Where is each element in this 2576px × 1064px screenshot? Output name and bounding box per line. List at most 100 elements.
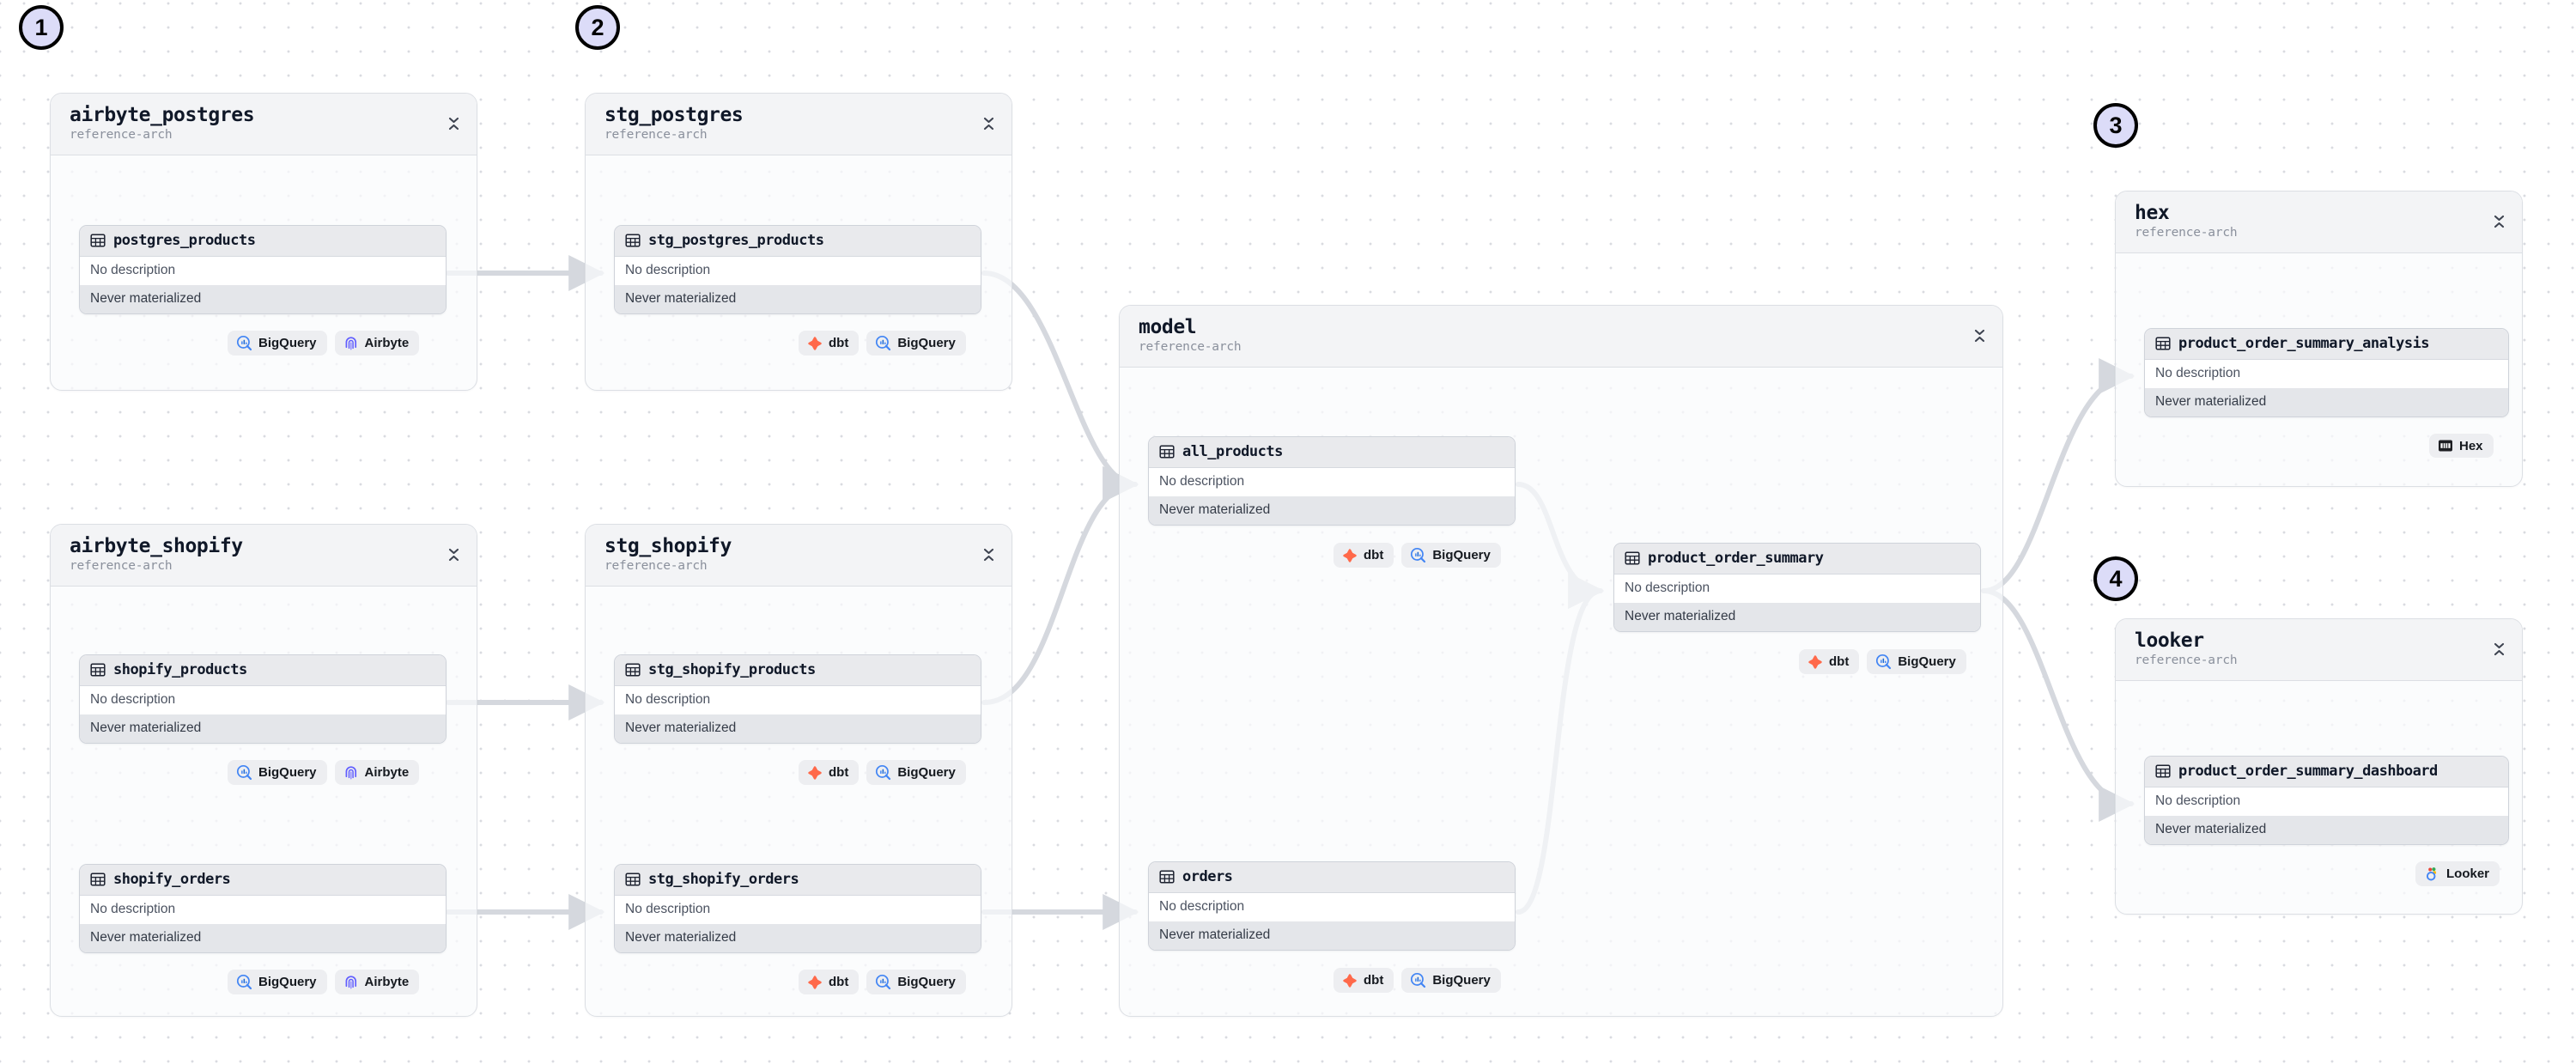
group-subtitle: reference-arch xyxy=(70,128,173,143)
step-marker-1: 1 xyxy=(19,5,64,50)
integration-badge-label: dbt xyxy=(829,336,849,350)
integration-badges: dbt BigQuery xyxy=(1334,968,1501,993)
integration-badge-hex[interactable]: Hex xyxy=(2429,434,2494,458)
asset-description: No description xyxy=(2145,360,2508,388)
integration-badges: Looker xyxy=(2415,861,2500,886)
asset-materialization-status: Never materialized xyxy=(1149,921,1515,950)
table-grid-icon xyxy=(625,872,641,887)
asset-description: No description xyxy=(615,257,981,285)
integration-badge-label: Airbyte xyxy=(364,336,410,350)
integration-badge-label: BigQuery xyxy=(1432,973,1491,988)
collapse-chevrons-icon[interactable] xyxy=(2491,214,2506,229)
airbyte-icon xyxy=(343,765,359,781)
collapse-chevrons-icon[interactable] xyxy=(446,116,461,131)
integration-badges: Hex xyxy=(2429,434,2494,458)
asset-node-header: shopify_products xyxy=(80,655,446,686)
table-grid-icon xyxy=(625,662,641,678)
integration-badges: dbt BigQuery xyxy=(799,331,966,356)
asset-description: No description xyxy=(1614,575,1980,603)
integration-badge-airbyte[interactable]: Airbyte xyxy=(334,760,420,785)
collapse-chevrons-icon[interactable] xyxy=(981,116,996,131)
asset-materialization-status: Never materialized xyxy=(1614,603,1980,631)
asset-materialization-status: Never materialized xyxy=(615,924,981,952)
bigquery-icon xyxy=(1410,547,1426,563)
integration-badge-label: BigQuery xyxy=(1898,654,1956,669)
dbt-icon xyxy=(807,765,823,781)
collapse-chevrons-icon[interactable] xyxy=(981,547,996,562)
integration-badge-bigquery[interactable]: BigQuery xyxy=(866,760,966,785)
integration-badge-bigquery[interactable]: BigQuery xyxy=(1401,968,1501,993)
integration-badge-label: BigQuery xyxy=(897,336,956,350)
bigquery-icon xyxy=(236,764,252,781)
asset-node-header: stg_shopify_orders xyxy=(615,865,981,896)
asset-description: No description xyxy=(615,896,981,924)
integration-badge-label: Airbyte xyxy=(364,975,410,989)
asset-node-header: stg_postgres_products xyxy=(615,226,981,257)
collapse-chevrons-icon[interactable] xyxy=(446,547,461,562)
asset-node-header: product_order_summary_analysis xyxy=(2145,329,2508,360)
integration-badge-dbt[interactable]: dbt xyxy=(799,331,860,356)
integration-badge-dbt[interactable]: dbt xyxy=(799,970,860,994)
asset-description: No description xyxy=(1149,893,1515,921)
integration-badge-bigquery[interactable]: BigQuery xyxy=(866,970,966,994)
integration-badge-bigquery[interactable]: BigQuery xyxy=(228,970,327,994)
asset-name: stg_shopify_orders xyxy=(648,871,799,888)
integration-badge-bigquery[interactable]: BigQuery xyxy=(228,760,327,785)
integration-badge-dbt[interactable]: dbt xyxy=(799,760,860,785)
group-title: stg_shopify xyxy=(605,535,732,557)
group-title: stg_postgres xyxy=(605,104,744,126)
integration-badge-airbyte[interactable]: Airbyte xyxy=(334,970,420,994)
asset-description: No description xyxy=(2145,787,2508,816)
integration-badges: dbt BigQuery xyxy=(1334,543,1501,568)
collapse-chevrons-icon[interactable] xyxy=(1971,328,1987,344)
group-subtitle: reference-arch xyxy=(2135,654,2238,668)
asset-name: shopify_orders xyxy=(113,871,231,888)
asset-description: No description xyxy=(615,686,981,714)
airbyte-icon xyxy=(343,975,359,990)
asset-node-header: orders xyxy=(1149,862,1515,893)
integration-badge-bigquery[interactable]: BigQuery xyxy=(866,331,966,356)
airbyte-icon xyxy=(343,336,359,351)
step-marker-2: 2 xyxy=(575,5,620,50)
asset-name: product_order_summary_dashboard xyxy=(2178,763,2438,780)
asset-node-product-order-summary-dashboard[interactable]: product_order_summary_dashboard No descri… xyxy=(2144,756,2509,845)
asset-node-header: postgres_products xyxy=(80,226,446,257)
integration-badge-bigquery[interactable]: BigQuery xyxy=(1401,543,1501,568)
integration-badge-dbt[interactable]: dbt xyxy=(1334,968,1394,993)
table-grid-icon xyxy=(1159,869,1175,885)
integration-badge-bigquery[interactable]: BigQuery xyxy=(228,331,327,356)
looker-icon xyxy=(2424,866,2440,882)
integration-badge-dbt[interactable]: dbt xyxy=(1334,543,1394,568)
integration-badge-airbyte[interactable]: Airbyte xyxy=(334,331,420,356)
asset-name: stg_postgres_products xyxy=(648,232,824,249)
integration-badge-bigquery[interactable]: BigQuery xyxy=(1867,649,1966,674)
asset-node-header: shopify_orders xyxy=(80,865,446,896)
integration-badge-dbt[interactable]: dbt xyxy=(1799,649,1860,674)
group-title: model xyxy=(1139,316,1197,338)
group-title: looker xyxy=(2135,629,2204,652)
integration-badges: BigQuery Airbyte xyxy=(228,970,420,994)
asset-name: stg_shopify_products xyxy=(648,661,816,678)
dbt-icon xyxy=(1807,654,1823,670)
integration-badge-looker[interactable]: Looker xyxy=(2415,861,2500,886)
bigquery-icon xyxy=(236,974,252,990)
asset-description: No description xyxy=(80,686,446,714)
integration-badge-label: Airbyte xyxy=(364,765,410,780)
integration-badge-label: BigQuery xyxy=(258,975,317,989)
collapse-chevrons-icon[interactable] xyxy=(2491,641,2506,657)
